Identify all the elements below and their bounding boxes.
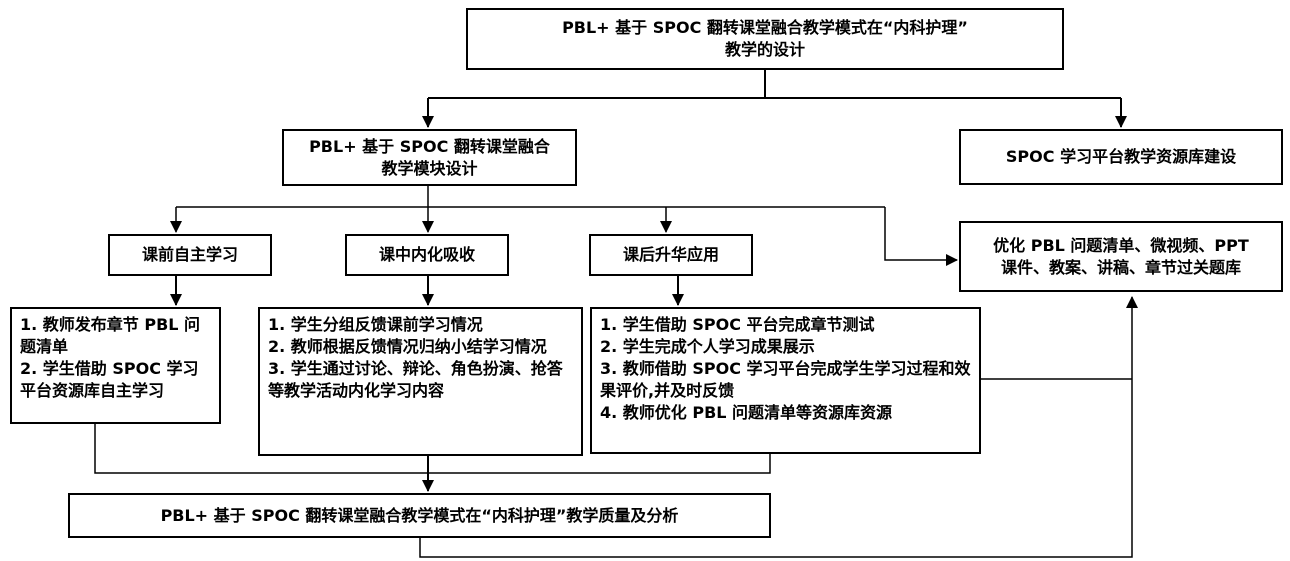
in-list-item-2: 2. 教师根据反馈情况归纳小结学习情况 — [268, 337, 547, 356]
node-optimize-line-1: 优化 PBL 问题清单、微视频、PPT — [993, 235, 1249, 255]
post-list-item-4: 4. 教师优化 PBL 问题清单等资源库资源 — [600, 403, 893, 422]
node-top-line-1: PBL+ 基于 SPOC 翻转课堂融合教学模式在“内科护理” — [562, 18, 968, 37]
node-in-class-list: 1. 学生分组反馈课前学习情况 2. 教师根据反馈情况归纳小结学习情况 3. 学… — [258, 307, 583, 456]
node-pre-class: 课前自主学习 — [108, 234, 272, 276]
node-in-class-label: 课中内化吸收 — [378, 245, 475, 264]
post-list-item-1: 1. 学生借助 SPOC 平台完成章节测试 — [600, 315, 875, 334]
node-module-line-2: 教学模块设计 — [381, 158, 478, 178]
arrow-loop-to-optimize — [419, 296, 1138, 558]
connector-module-split — [176, 186, 885, 208]
post-list-item-2: 2. 学生完成个人学习成果展示 — [600, 337, 815, 356]
node-pre-class-label: 课前自主学习 — [141, 245, 238, 264]
pre-list-item-1: 1. 教师发布章节 PBL 问题清单 — [20, 315, 201, 356]
node-post-class-list: 1. 学生借助 SPOC 平台完成章节测试 2. 学生完成个人学习成果展示 3.… — [590, 307, 981, 454]
node-module-design: PBL+ 基于 SPOC 翻转课堂融合 教学模块设计 — [282, 129, 577, 186]
in-list-item-3: 3. 学生通过讨论、辩论、角色扮演、抢答等教学活动内化学习内容 — [268, 359, 563, 400]
pre-list-item-2: 2. 学生借助 SPOC 学习平台资源库自主学习 — [20, 359, 199, 400]
in-list-item-1: 1. 学生分组反馈课前学习情况 — [268, 315, 483, 334]
node-top-line-2: 教学的设计 — [724, 40, 805, 59]
node-in-class: 课中内化吸收 — [345, 234, 509, 276]
node-platform-line-1: SPOC 学习平台教学资源库建设 — [1005, 147, 1237, 166]
node-module-line-1: PBL+ 基于 SPOC 翻转课堂融合 — [309, 136, 550, 156]
node-optimize-resources: 优化 PBL 问题清单、微视频、PPT 课件、教案、讲稿、章节过关题库 — [959, 221, 1283, 292]
node-quality-label: PBL+ 基于 SPOC 翻转课堂融合教学模式在“内科护理”教学质量及分析 — [160, 505, 679, 525]
node-pre-class-list: 1. 教师发布章节 PBL 问题清单 2. 学生借助 SPOC 学习平台资源库自… — [10, 307, 221, 424]
post-list-item-3: 3. 教师借助 SPOC 学习平台完成学生学习过程和效果评价,并及时反馈 — [600, 359, 971, 400]
connector-lists-merge — [94, 424, 771, 474]
node-top-design: PBL+ 基于 SPOC 翻转课堂融合教学模式在“内科护理” 教学的设计 — [466, 8, 1064, 70]
node-optimize-line-2: 课件、教案、讲稿、章节过关题库 — [1000, 257, 1241, 277]
arrow-to-optimize — [884, 207, 958, 266]
node-platform-build: SPOC 学习平台教学资源库建设 — [959, 129, 1283, 185]
node-quality-analysis: PBL+ 基于 SPOC 翻转课堂融合教学模式在“内科护理”教学质量及分析 — [68, 493, 771, 538]
connector-top-split — [428, 70, 1121, 99]
node-post-class: 课后升华应用 — [589, 234, 753, 276]
node-post-class-label: 课后升华应用 — [622, 245, 719, 264]
